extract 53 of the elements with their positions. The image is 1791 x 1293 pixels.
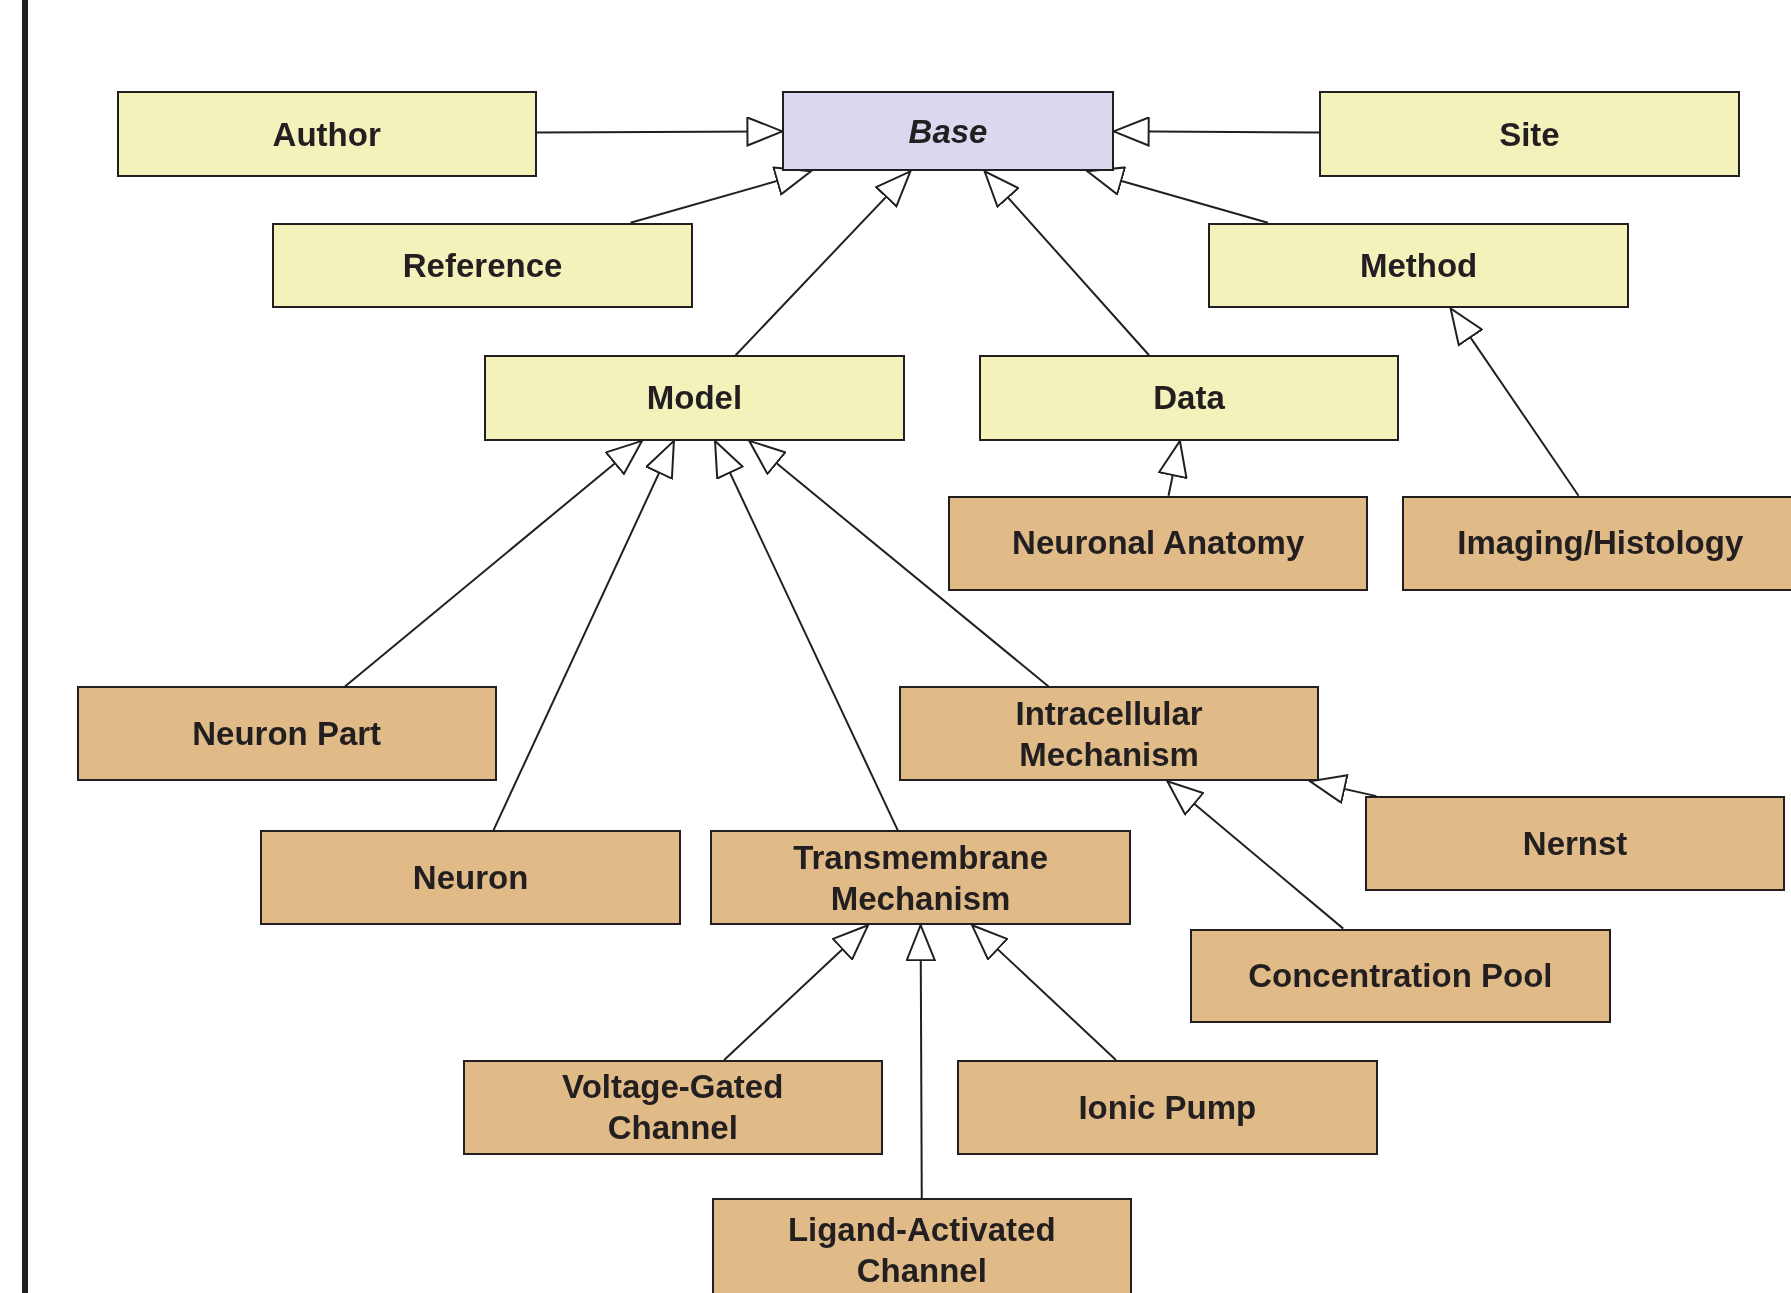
inheritance-arrow (1309, 774, 1378, 804)
class-box (978, 355, 1400, 441)
class-box (782, 91, 1114, 172)
class-box (710, 830, 1131, 926)
class-box (76, 686, 497, 782)
inheritance-arrow (492, 439, 675, 832)
inheritance-arrow (748, 439, 1050, 688)
inheritance-arrow (983, 170, 1151, 357)
inheritance-arrow (1449, 307, 1580, 497)
inheritance-arrow (1086, 166, 1269, 224)
inheritance-arrow (343, 439, 643, 688)
class-name: Imaging/Histology (1457, 523, 1744, 564)
class-name: Base (908, 111, 988, 152)
class-box (1364, 796, 1786, 891)
class-box (948, 495, 1369, 591)
class-box (462, 1059, 883, 1155)
inheritance-arrow (1158, 439, 1188, 497)
class-box (260, 830, 681, 926)
class-box (957, 1059, 1378, 1155)
class-name: Method (1359, 245, 1478, 286)
class-box (1190, 928, 1611, 1024)
class-name: Concentration Pool (1248, 956, 1553, 997)
class-name: Model (646, 378, 743, 419)
class-name: Neuronal Anatomy (1012, 523, 1305, 564)
class-name: Intracellular Mechanism (1014, 693, 1204, 775)
class-name: Voltage-Gated Channel (561, 1067, 785, 1149)
inheritance-arrow (1112, 116, 1321, 147)
class-name: Site (1499, 114, 1560, 155)
inheritance-arrow (905, 924, 936, 1200)
class-name: Ionic Pump (1078, 1087, 1257, 1128)
class-box (116, 91, 537, 178)
class-name: Data (1153, 378, 1225, 419)
class-box (1401, 495, 1791, 591)
class-name: Nernst (1522, 823, 1628, 864)
class-box (1208, 222, 1629, 309)
class-box (898, 686, 1320, 782)
class-name: Neuron (412, 858, 529, 899)
class-box (484, 355, 905, 441)
inheritance-arrow (714, 439, 899, 832)
class-name: Neuron Part (192, 714, 382, 755)
class-name: Author (272, 114, 381, 155)
class-box (711, 1198, 1132, 1293)
inheritance-arrow (971, 924, 1117, 1061)
class-box (271, 222, 694, 309)
class-box (1319, 91, 1740, 178)
inheritance-arrow (629, 166, 812, 224)
class-name: Transmembrane Mechanism (792, 837, 1050, 919)
inheritance-arrow (723, 924, 870, 1061)
inheritance-arrow (535, 116, 784, 147)
inheritance-arrow (1166, 780, 1345, 930)
class-name: Reference (402, 245, 563, 286)
inheritance-arrow (734, 170, 912, 357)
class-name: Ligand-Activated Channel (786, 1209, 1057, 1292)
